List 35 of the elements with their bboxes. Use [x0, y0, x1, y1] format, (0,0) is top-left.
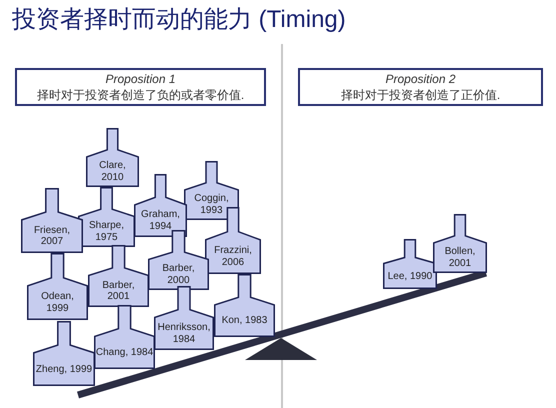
weight-block [94, 305, 155, 369]
weight-block [88, 245, 149, 307]
weight-block [148, 230, 209, 290]
weight-block [86, 128, 139, 187]
weight-block [33, 321, 95, 386]
weight-label: Frazzini, 2006 [213, 245, 253, 268]
weight-label: Sharpe, 1975 [88, 220, 126, 244]
weight-block [27, 253, 88, 320]
proposition-heading: Proposition 1 [105, 72, 176, 86]
weight-label: Henriksson, 1984 [156, 322, 212, 346]
weight-label: Chang, 1984 [96, 346, 154, 358]
weight-label: Odean, 1999 [40, 291, 75, 314]
proposition-box [15, 68, 266, 106]
weight-label: Kon, 1983 [222, 315, 268, 327]
proposition-heading: Proposition 2 [385, 72, 456, 86]
weight-block [78, 187, 135, 247]
weight-label: Coggin, 1993 [193, 193, 230, 216]
weight-label: Friesen, 2007 [32, 224, 72, 248]
title: 投资者择时而动的能力 (Timing) [12, 5, 346, 35]
weight-label: Zheng, 1999 [36, 364, 92, 376]
weight-block [214, 274, 275, 337]
weight-block [21, 188, 83, 253]
weight-block [433, 214, 487, 273]
proposition-text: 择时对于投资者创造了正价值. [340, 86, 500, 102]
proposition-box [298, 68, 543, 106]
proposition-text: 择时对于投资者创造了负的或者零价值. [36, 86, 244, 102]
weight-block [154, 286, 214, 350]
weight-label: Lee, 1990 [388, 270, 432, 282]
weight-label: Barber, 2001 [101, 280, 136, 303]
weight-label: Clare, 2010 [98, 160, 127, 184]
weight-label: Graham, 1994 [140, 209, 181, 232]
weight-label: Barber, 2000 [161, 263, 196, 286]
weight-block [134, 174, 187, 237]
weight-block [383, 239, 437, 289]
weight-label: Bollen, 2001 [444, 246, 476, 270]
